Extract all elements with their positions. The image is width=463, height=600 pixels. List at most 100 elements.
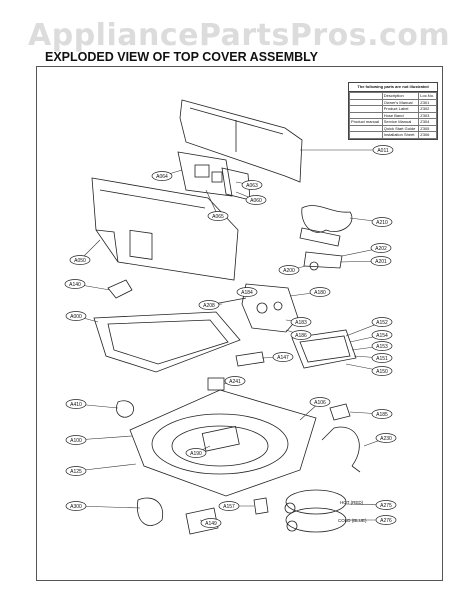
callout-bubble [69, 255, 91, 265]
callout-label: A185 [376, 412, 388, 418]
diagram-frame [36, 66, 443, 581]
callout-bubble [185, 448, 207, 458]
callout-bubble [309, 287, 331, 297]
callout-bubble [290, 317, 312, 327]
callout-bubble [224, 376, 246, 386]
callout-bubble [64, 279, 86, 289]
watermark: AppliancePartsPros.com [28, 18, 451, 53]
damper-part [116, 400, 134, 418]
callout-bubble [65, 466, 87, 476]
callout-label: A230 [380, 436, 392, 442]
legend-loc-cell: Z302 [418, 105, 437, 113]
callout-label: A202 [375, 246, 387, 252]
callout-label: A064 [156, 174, 168, 180]
cold-hose-label: COLD (BLUE) [338, 518, 367, 523]
hot-hose-label: HOT (RED) [340, 500, 364, 505]
callout-bubble [65, 399, 87, 409]
tub-cover-part [129, 389, 317, 497]
callout-label: A208 [203, 303, 215, 309]
legend-table: The following parts are not illustrated … [348, 82, 438, 140]
callout-label: A184 [241, 290, 253, 296]
legend-heading: The following parts are not illustrated [349, 83, 437, 92]
callout-label: A106 [314, 400, 326, 406]
callout-label: A050 [74, 258, 86, 264]
callout-bubble [198, 300, 220, 310]
callout-label: A151 [376, 356, 388, 362]
wiring-board-part [299, 227, 341, 247]
callout-label: A200 [283, 268, 295, 274]
legend-col-description: Description [381, 92, 420, 100]
legend-group-header [349, 92, 383, 100]
callout-bubble [372, 145, 394, 155]
callout-bubble [370, 243, 392, 253]
callout-bubble [200, 518, 222, 528]
callout-label: A154 [376, 333, 388, 339]
cap-part [207, 377, 225, 391]
callout-bubble [236, 287, 258, 297]
callout-bubble [207, 211, 229, 221]
callout-bubble [278, 265, 300, 275]
pcb-assembly-part [177, 151, 233, 197]
control-panel-back-part [179, 99, 303, 183]
legend-col-loc: Loc.No. [418, 92, 437, 100]
callout-label: A150 [376, 369, 388, 375]
legend-group-cell: Product manual [349, 118, 383, 126]
callout-label: A276 [380, 518, 392, 524]
callout-bubble [241, 180, 263, 190]
callout-label: A180 [314, 290, 326, 296]
top-cover-part [91, 177, 239, 281]
legend-loc-cell: Z301 [418, 98, 437, 106]
callout-label: A011 [377, 148, 389, 154]
hot-hose-part [285, 489, 347, 515]
callout-bubble [371, 317, 393, 327]
hinge-part [107, 279, 133, 299]
callout-label: A241 [229, 379, 241, 385]
callout-label: A210 [376, 220, 388, 226]
legend-description-cell: Hose Band [381, 111, 420, 119]
legend-description-cell: Service Manual [381, 118, 420, 126]
callout-bubble [371, 353, 393, 363]
lid-glass-part [93, 311, 241, 373]
callout-label: A147 [277, 355, 289, 361]
callout-label: A186 [295, 333, 307, 339]
legend-description-cell: Quick Start Guide [381, 124, 420, 132]
callout-bubble [375, 500, 397, 510]
hose-clamp-part [253, 497, 269, 515]
callout-label: A410 [70, 402, 82, 408]
filter-part [136, 497, 164, 526]
cold-hose-part [285, 507, 347, 533]
callout-bubble [370, 256, 392, 266]
callout-bubble [371, 366, 393, 376]
callout-label: A149 [205, 521, 217, 527]
callout-label: A125 [70, 469, 82, 475]
callout-label: A100 [70, 438, 82, 444]
lid-lock-part [241, 283, 299, 333]
callout-label: A153 [376, 344, 388, 350]
legend-group-cell [349, 98, 383, 106]
legend-loc-cell: Z306 [418, 131, 437, 139]
legend-loc-cell: Z303 [418, 111, 437, 119]
callout-bubble [218, 501, 240, 511]
callout-label: A140 [69, 282, 81, 288]
callout-bubble [65, 501, 87, 511]
leader-line [75, 505, 141, 509]
callout-bubble [272, 352, 294, 362]
callout-bubble [309, 397, 331, 407]
callout-bubble [65, 435, 87, 445]
callout-label: A063 [246, 183, 258, 189]
callout-bubble [290, 330, 312, 340]
sensor-part [303, 251, 343, 269]
callout-label: A275 [380, 503, 392, 509]
callout-bubble [375, 433, 397, 443]
lid-hinge-part [235, 351, 265, 367]
diagram-title: EXPLODED VIEW OF TOP COVER ASSEMBLY [45, 50, 318, 64]
callout-bubble [65, 311, 87, 321]
